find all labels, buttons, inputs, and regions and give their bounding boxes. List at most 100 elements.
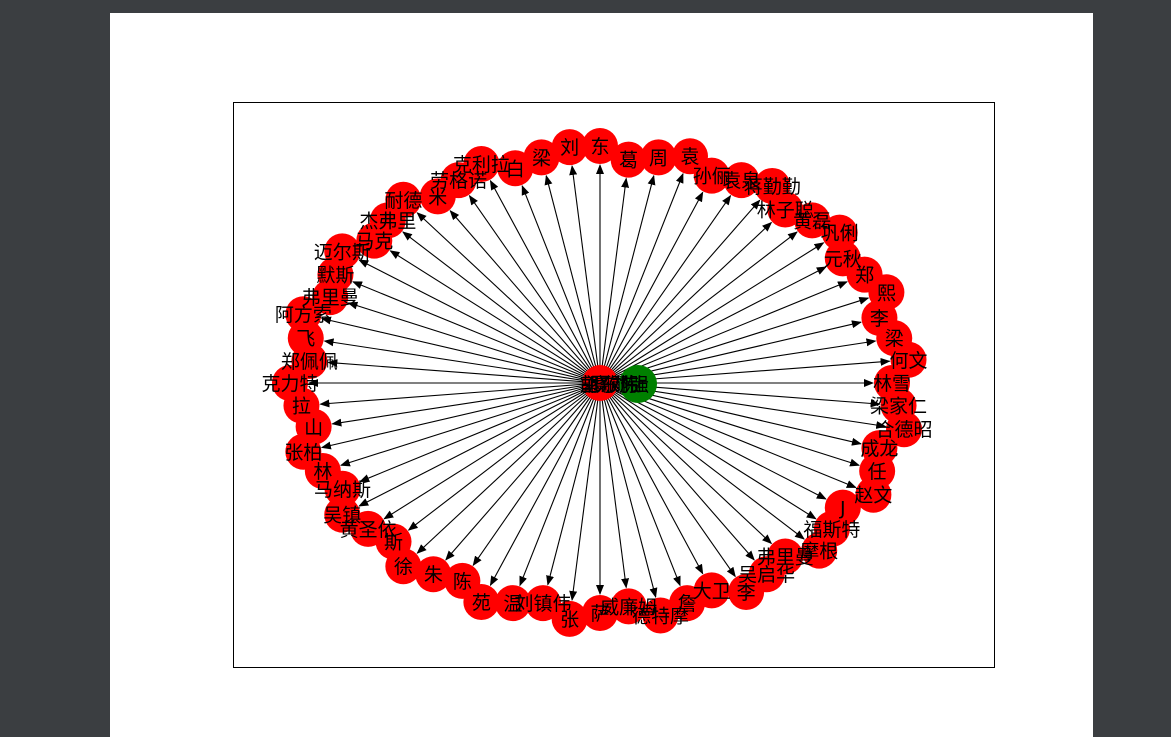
graph-node xyxy=(551,600,588,637)
graph-edge xyxy=(599,382,736,578)
graph-edge xyxy=(352,281,601,384)
node-label: 林 xyxy=(313,461,332,483)
center-label-glyph: 勋 xyxy=(610,374,629,396)
node-label: 合德昭 xyxy=(876,419,933,441)
graph-node xyxy=(693,157,730,194)
node-label: 白 xyxy=(506,158,525,180)
center-label-glyph: 罗 xyxy=(590,374,609,396)
node-label: 郑佩佩 xyxy=(281,351,338,373)
graph-node xyxy=(640,139,677,176)
graph-node xyxy=(582,128,618,164)
graph-node xyxy=(463,146,500,183)
graph-node xyxy=(285,296,322,333)
graph-edge xyxy=(599,382,817,520)
node-label: 郑 xyxy=(855,265,874,287)
node-label: 袁泉 xyxy=(722,170,760,192)
graph-edge xyxy=(599,199,761,384)
center-label-glyph: 主 xyxy=(580,374,599,396)
node-label: 何文 xyxy=(889,350,927,372)
graph-edge xyxy=(599,382,773,545)
graph-node xyxy=(324,496,361,533)
center-label-glyph: 刘 xyxy=(610,374,629,396)
graph-node xyxy=(415,556,452,593)
center-node-green xyxy=(619,365,657,403)
graph-edge xyxy=(521,185,601,384)
graph-node xyxy=(385,181,422,218)
graph-node xyxy=(324,233,361,270)
graph-edge xyxy=(599,382,805,540)
node-label: 朱 xyxy=(424,564,443,586)
node-label: 林子聪 xyxy=(757,200,814,222)
graph-node xyxy=(801,532,838,569)
node-label: 大卫 xyxy=(693,580,731,602)
node-label: 东 xyxy=(590,136,609,158)
node-label: 德特摩 xyxy=(632,605,689,627)
graph-edge xyxy=(389,250,601,384)
graph-edge xyxy=(358,382,601,507)
node-label: 山 xyxy=(304,417,323,439)
node-label: 陈 xyxy=(453,571,472,593)
node-layer xyxy=(272,128,927,637)
graph-node xyxy=(642,597,679,634)
node-label: 刘镇伟 xyxy=(515,593,572,615)
graph-node xyxy=(728,574,765,611)
node-label: 杰弗里 xyxy=(359,210,416,232)
graph-edge xyxy=(519,382,601,587)
graph-edge xyxy=(569,382,601,602)
graph-edge xyxy=(599,382,755,561)
center-label-glyph: 胡 xyxy=(580,374,599,396)
node-label: 李 xyxy=(870,308,889,330)
graph-edge xyxy=(323,338,601,384)
node-label: 黄圣依 xyxy=(340,519,397,541)
graph-node xyxy=(723,162,760,199)
node-label: 孙俪 xyxy=(693,166,731,188)
graph-edge xyxy=(468,194,601,384)
graph-edge xyxy=(546,382,601,586)
node-label: 弗里曼 xyxy=(302,287,359,309)
node-label: 斯 xyxy=(384,532,403,554)
graph-edge xyxy=(544,174,601,384)
node-label: 徐 xyxy=(394,556,413,578)
graph-edge xyxy=(489,382,601,587)
node-label: 苑 xyxy=(472,592,491,614)
node-label: 劳格诺 xyxy=(430,170,487,192)
node-label: 袁 xyxy=(680,146,699,168)
graph-node xyxy=(551,129,588,166)
node-label: 梁家仁 xyxy=(870,396,927,418)
graph-node xyxy=(886,411,923,448)
node-label: 元秋 xyxy=(824,248,862,270)
graph-edge xyxy=(320,382,601,450)
node-label: 吴启华 xyxy=(738,564,795,586)
center-label-glyph: 晓 xyxy=(590,374,609,396)
node-label: 摩根 xyxy=(800,541,838,563)
node-label: 张柏 xyxy=(284,442,322,464)
node-label: 温 xyxy=(503,593,522,615)
node-label: 萨 xyxy=(590,603,609,625)
node-label: 马克 xyxy=(355,231,393,253)
graph-edge xyxy=(383,382,601,520)
graph-edge xyxy=(599,242,825,384)
node-label: 成龙 xyxy=(860,438,898,460)
center-label-glyph: 东 xyxy=(600,374,619,396)
node-label: 飞 xyxy=(296,328,315,350)
node-label: 马纳斯 xyxy=(314,479,371,501)
node-label: 耐德 xyxy=(384,190,422,212)
node-label: 梁 xyxy=(532,147,551,169)
center-label-glyph: 郭 xyxy=(580,374,599,396)
graph-edge xyxy=(472,382,601,567)
graph-edge xyxy=(599,382,630,589)
center-label-glyph: 强 xyxy=(630,374,649,396)
graph-edge xyxy=(599,382,658,599)
graph-edge xyxy=(599,382,704,575)
node-label: 李 xyxy=(737,582,756,604)
edge-layer xyxy=(308,164,891,602)
node-label: J xyxy=(839,498,846,520)
graph-node xyxy=(523,139,560,176)
node-label: 张 xyxy=(560,609,579,631)
graph-edge xyxy=(599,191,704,384)
graph-edge xyxy=(359,382,601,483)
center-label-glyph: 歌 xyxy=(600,374,619,396)
node-label: 黄磊 xyxy=(793,210,831,232)
node-label: 克力特 xyxy=(261,373,318,395)
